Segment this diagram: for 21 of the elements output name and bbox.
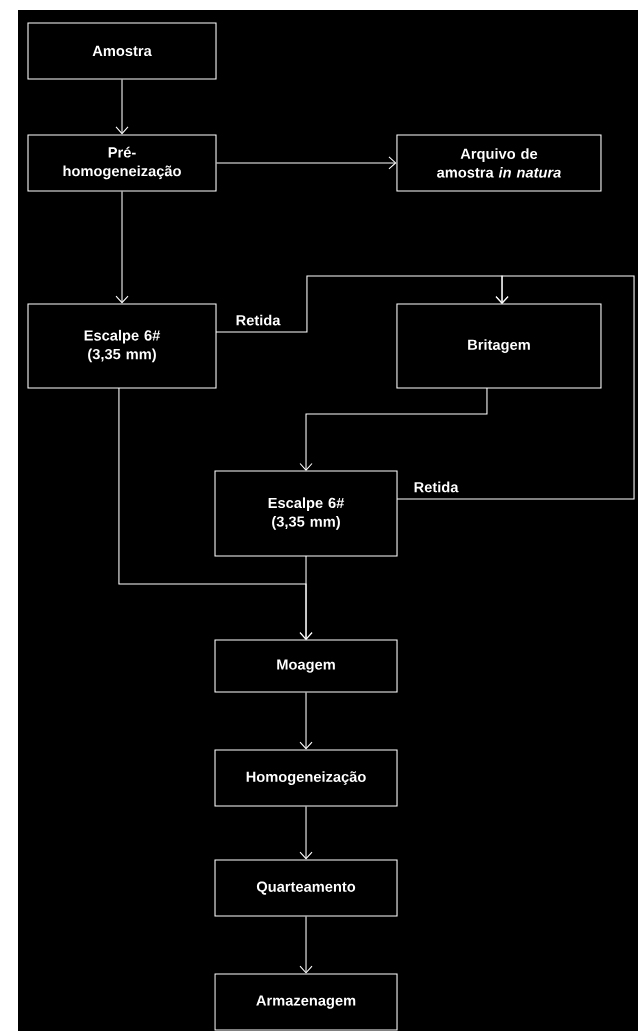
arrow (299, 387, 488, 471)
process-box: Escalpe 6# (3,35 mm) (27, 303, 217, 389)
edge-label: Retida (412, 480, 460, 494)
process-box: Escalpe 6# (3,35 mm) (214, 470, 398, 557)
process-box: Pré-homogeneização (27, 134, 217, 192)
arrow (299, 806, 313, 860)
process-box: Arquivo de amostra in natura (396, 134, 602, 192)
process-box: Homogeneização (214, 749, 398, 807)
edge-label: Retida (234, 313, 282, 327)
arrow (299, 555, 313, 641)
arrow (216, 156, 397, 170)
process-box: Britagem (396, 303, 602, 389)
process-box: Armazenagem (214, 973, 398, 1031)
arrow (299, 692, 313, 750)
arrow (115, 190, 129, 304)
arrow (115, 78, 129, 135)
process-box: Amostra (27, 22, 217, 80)
process-box: Moagem (214, 639, 398, 693)
arrow (299, 916, 313, 974)
process-box: Quarteamento (214, 859, 398, 917)
arrow (396, 275, 635, 500)
